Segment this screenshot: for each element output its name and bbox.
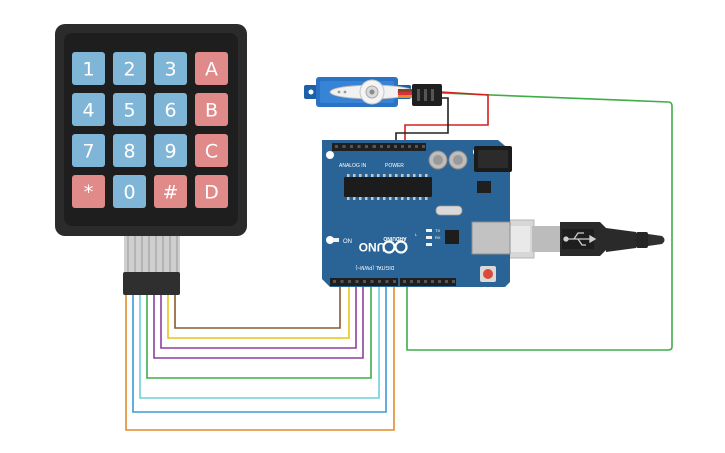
reset-button[interactable] [480, 266, 496, 282]
keypad-keys: 1 2 3 A 4 5 6 B 7 8 9 C * 0 # D [72, 52, 228, 208]
header-analog-power-top: ANALOG IN POWER [332, 143, 426, 169]
wire-blue[interactable] [132, 286, 387, 413]
wire-purple[interactable] [160, 286, 357, 349]
keypad-key-label: 6 [164, 100, 176, 122]
keypad-key[interactable]: 1 [72, 52, 105, 85]
keypad-key-face [195, 93, 228, 126]
header-analog-label: ANALOG IN [339, 163, 367, 169]
board-pcb [322, 140, 510, 287]
wire-green[interactable] [146, 286, 372, 379]
keypad-4x4[interactable]: 1 2 3 A 4 5 6 B 7 8 9 C * 0 # D [55, 24, 247, 295]
header-digital-bottom: DIGITAL (PWM~) [330, 264, 456, 286]
keypad-key-label: B [205, 100, 218, 122]
arduino-infinity-logo [382, 240, 408, 254]
keypad-key[interactable]: 9 [154, 134, 187, 167]
wire-brown[interactable] [174, 286, 341, 329]
keypad-key-label: # [163, 182, 179, 204]
crystal-oscillator [435, 205, 463, 216]
atmega-chip [344, 174, 432, 200]
wire-cyan[interactable] [139, 286, 380, 399]
keypad-key[interactable]: 6 [154, 93, 187, 126]
keypad-key-face [113, 175, 146, 208]
keypad-key-face [195, 52, 228, 85]
keypad-face [64, 33, 238, 226]
keypad-key-label: * [84, 182, 94, 204]
keypad-key-label: A [205, 59, 218, 81]
keypad-connector [123, 272, 180, 295]
svg-text:L: L [415, 232, 418, 237]
keypad-key-face [113, 52, 146, 85]
header-digital-label: DIGITAL (PWM~) [355, 264, 394, 270]
svg-text:RX: RX [435, 235, 441, 240]
keypad-key-face [113, 134, 146, 167]
status-leds: TX RX L ON [333, 228, 441, 246]
keypad-key-face [72, 93, 105, 126]
keypad-key[interactable]: 3 [154, 52, 187, 85]
servo-hole-left [308, 89, 314, 95]
keypad-key-face [195, 175, 228, 208]
keypad-key-face [113, 93, 146, 126]
svg-text:TX: TX [435, 228, 440, 233]
voltage-regulator [477, 181, 491, 193]
arduino-uno-board[interactable]: ANALOG IN POWER T [322, 140, 512, 287]
usb-chip [445, 230, 459, 244]
keypad-key-face [195, 134, 228, 167]
keypad-key-face [154, 175, 187, 208]
wire-servo-power-red[interactable] [404, 91, 489, 146]
servo-motor[interactable] [304, 77, 442, 107]
capacitors [428, 150, 468, 170]
wire-purple-2[interactable] [153, 286, 364, 359]
keypad-key-label: C [205, 141, 218, 163]
keypad-key[interactable]: 8 [113, 134, 146, 167]
keypad-key-face [154, 93, 187, 126]
board-model-label: UNO [359, 240, 386, 254]
wire-yellow[interactable] [167, 286, 350, 339]
keypad-key-label: 5 [123, 100, 135, 122]
board-brand-label: ARDUINO [383, 235, 406, 241]
keypad-key-label: 2 [123, 59, 135, 81]
keypad-key-label: 4 [82, 100, 94, 122]
keypad-key[interactable]: 5 [113, 93, 146, 126]
keypad-key[interactable]: 2 [113, 52, 146, 85]
keypad-key[interactable]: D [195, 175, 228, 208]
keypad-key[interactable]: 0 [113, 175, 146, 208]
wire-servo-signal-green[interactable] [406, 92, 673, 351]
keypad-key[interactable]: 4 [72, 93, 105, 126]
keypad-wires [125, 286, 395, 431]
keypad-key-label: 0 [123, 182, 135, 204]
wire-orange[interactable] [125, 286, 395, 431]
keypad-key-face [154, 52, 187, 85]
keypad-key[interactable]: 7 [72, 134, 105, 167]
keypad-key-label: 8 [123, 141, 135, 163]
keypad-key[interactable]: A [195, 52, 228, 85]
keypad-key[interactable]: B [195, 93, 228, 126]
keypad-ribbon-cable [123, 230, 180, 295]
usb-plug-housing [532, 226, 560, 252]
keypad-key-face [72, 134, 105, 167]
wire-servo-ground-black[interactable] [395, 97, 449, 146]
keypad-key-label: 1 [82, 59, 94, 81]
keypad-key[interactable]: C [195, 134, 228, 167]
keypad-key-face [72, 52, 105, 85]
keypad-key-face [154, 134, 187, 167]
keypad-key-label: 3 [164, 59, 176, 81]
usb-b-socket[interactable] [471, 221, 511, 255]
usb-icon [563, 232, 597, 246]
servo-horn[interactable] [329, 79, 415, 105]
keypad-key-label: 7 [82, 141, 94, 163]
on-led-label: ON [343, 239, 352, 245]
header-power-label: POWER [385, 163, 404, 169]
keypad-key-face [72, 175, 105, 208]
keypad-key-label: 9 [164, 141, 176, 163]
keypad-key-label: D [204, 182, 219, 204]
keypad-key[interactable]: * [72, 175, 105, 208]
keypad-key[interactable]: # [154, 175, 187, 208]
